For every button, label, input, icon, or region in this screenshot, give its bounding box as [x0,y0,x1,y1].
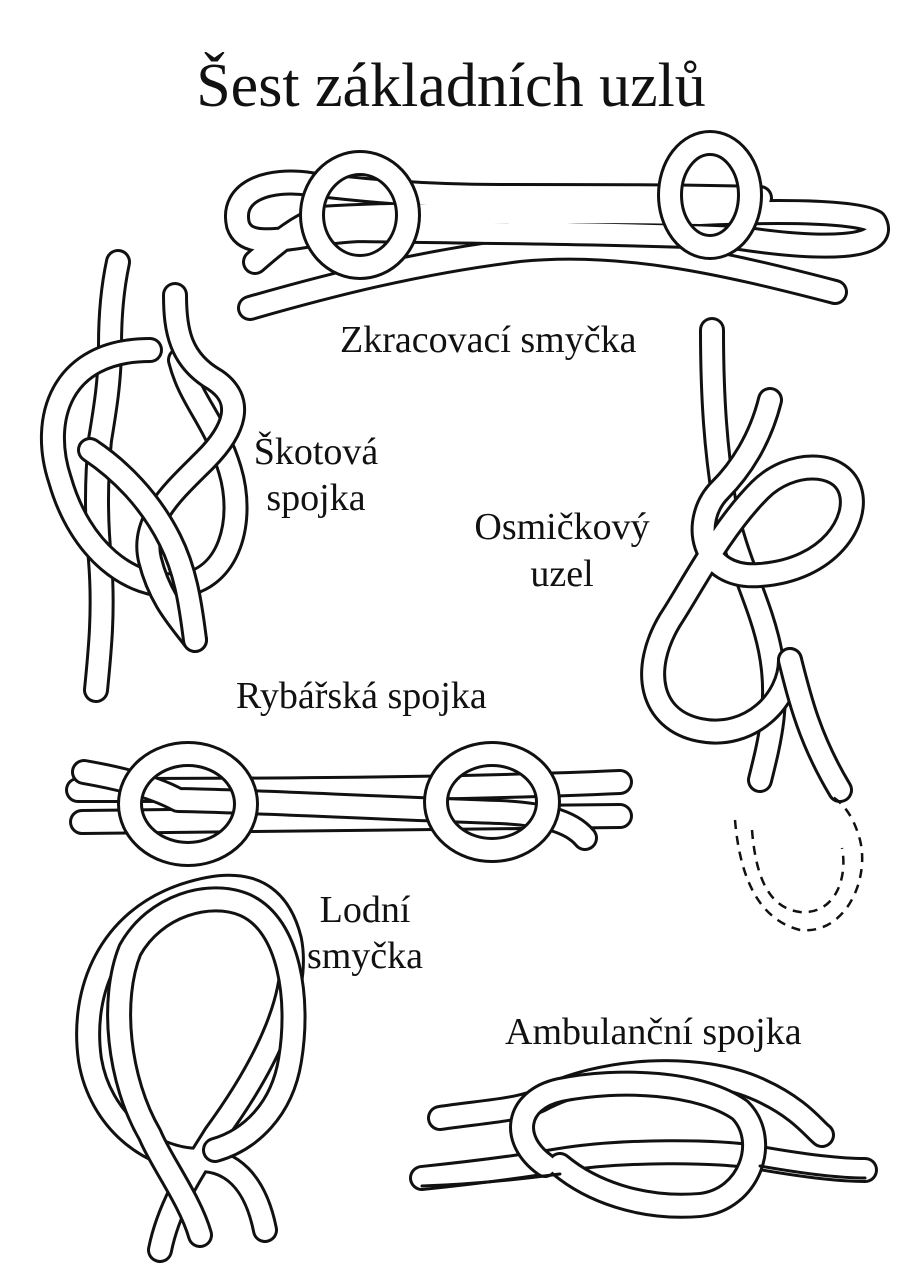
label-figure-eight-line1: Osmičkový [474,506,650,548]
sheepshank-knot-drawing [224,130,890,321]
label-figure-eight-line2: uzel [530,553,594,595]
bowline-knot-drawing [75,873,307,1263]
label-sheet-bend-line1: Škotová [253,431,379,473]
label-fishermans-knot: Rybářská spojka [236,675,487,717]
fishermans-knot-drawing [65,741,633,867]
label-reef-knot: Ambulanční spojka [505,1011,802,1053]
label-bowline-line2: smyčka [306,935,424,977]
sheet-bend-knot-drawing [39,249,249,703]
label-sheet-bend-line2: spojka [266,477,366,519]
label-bowline-line1: Lodní [319,889,411,931]
label-sheepshank: Zkracovací smyčka [340,319,637,361]
reef-knot-drawing [409,1059,878,1219]
figure-eight-knot-drawing [640,317,865,932]
page-title: Šest základních uzlů [196,52,706,120]
